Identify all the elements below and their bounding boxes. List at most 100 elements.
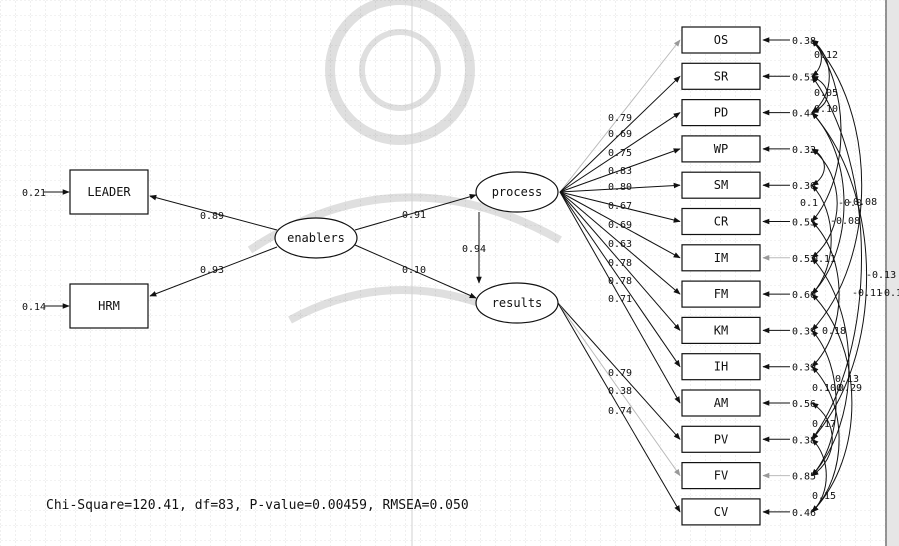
coef-enablers-process: 0.91 (402, 210, 426, 221)
observed-sr[interactable] (681, 62, 761, 90)
loading-process-sm (559, 182, 681, 193)
loading-process-fm-value: 0.63 (608, 239, 632, 250)
observed-os-label: OS (714, 33, 728, 47)
error-covariance-arc (811, 293, 853, 513)
observed-fm-label: FM (714, 287, 728, 301)
covariance-value: -0.0 (838, 198, 862, 209)
loading-process-sr (559, 75, 681, 193)
loading-process-cr (559, 191, 681, 223)
loading-hrm (149, 246, 278, 297)
observed-sm[interactable] (681, 171, 761, 199)
loading-results-fv (557, 302, 681, 477)
observed-cv-label: CV (714, 505, 728, 519)
observed-am[interactable] (681, 389, 761, 417)
edges-layer (44, 37, 868, 515)
latent-process-label: process (492, 185, 543, 199)
labels-layer: 0.210.890.140.930.910.100.940.380.530.44… (22, 36, 899, 519)
error-sr: 0.53 (792, 72, 816, 83)
loading-results-cv-value: 0.74 (608, 406, 632, 417)
observed-wp-label: WP (714, 142, 728, 156)
observed-im-label: IM (714, 251, 728, 265)
loading-process-ih-value: 0.78 (608, 276, 632, 287)
error-pd: 0.44 (792, 109, 816, 120)
observed-pd-label: PD (714, 106, 728, 120)
covariance-value: 0.13 (835, 374, 859, 385)
loading-process-am-value: 0.71 (608, 294, 632, 305)
error-covariance-arc (811, 148, 838, 259)
covariance-value: 0.1 (800, 198, 818, 209)
observed-leader[interactable] (69, 169, 149, 215)
error-km: 0.39 (792, 326, 816, 337)
covariance-value: -0.11 (852, 288, 882, 299)
observed-cr[interactable] (681, 207, 761, 236)
loading-results-fv-value: 0.38 (608, 386, 632, 397)
loading-process-os-value: 0.79 (608, 113, 632, 124)
error-im: 0.52 (792, 254, 816, 265)
error-covariance-arc (811, 184, 832, 295)
loading-process-km-value: 0.78 (608, 258, 632, 269)
observed-pv[interactable] (681, 425, 761, 453)
covariance-value: 0.17 (812, 419, 836, 430)
coef-enablers-results: 0.10 (402, 265, 426, 276)
observed-km[interactable] (681, 316, 761, 344)
observed-fm[interactable] (681, 280, 761, 308)
covariance-value: 0.12 (814, 50, 838, 61)
covariance-value: -0.08 (847, 197, 877, 208)
latent-results[interactable] (475, 282, 559, 324)
error-os: 0.38 (792, 36, 816, 47)
observed-pd[interactable] (681, 98, 761, 127)
error-covariance-arc (811, 366, 840, 513)
covariance-value: 0.100 (812, 383, 842, 394)
error-sm: 0.36 (792, 181, 816, 192)
observed-wp[interactable] (681, 135, 761, 163)
latent-enablers-label: enablers (287, 231, 345, 245)
loading-process-sr-value: 0.69 (608, 129, 632, 140)
error-covariance-arc (811, 402, 833, 477)
latent-enablers[interactable] (274, 217, 358, 259)
observed-sm-label: SM (714, 178, 728, 192)
loading-process-pd-value: 0.75 (608, 148, 632, 159)
observed-fv-label: FV (714, 469, 728, 483)
covariance-value: 0.18 (822, 326, 846, 337)
covariance-value: 0.11 (812, 254, 836, 265)
path-enablers-results (354, 244, 477, 299)
observed-fv[interactable] (681, 462, 761, 490)
error-cv: 0.46 (792, 508, 816, 519)
loading-process-sm-value: 0.80 (608, 182, 632, 193)
observed-os[interactable] (681, 26, 761, 54)
observed-cv[interactable] (681, 498, 761, 526)
covariance-value: -0.11 (878, 288, 899, 299)
error-covariance-arc (811, 112, 868, 440)
coef-process-results: 0.94 (462, 244, 486, 255)
observed-sr-label: SR (714, 69, 729, 83)
covariance-value: -0.13 (866, 270, 896, 281)
observed-ih-label: IH (714, 360, 728, 374)
covariance-value: 0.15 (812, 491, 836, 502)
observed-hrm[interactable] (69, 283, 149, 329)
observed-im[interactable] (681, 244, 761, 272)
observed-leader-label: LEADER (87, 185, 131, 199)
covariance-value: 0.29 (838, 383, 862, 394)
loading-process-km (559, 191, 681, 331)
error-covariance-arc (811, 39, 863, 331)
error-covariance-arc (811, 438, 827, 513)
error-covariance-arc (811, 329, 837, 477)
latent-results-label: results (492, 296, 543, 310)
loading-hrm-value: 0.93 (200, 265, 224, 276)
covariance-value: 0.10 (814, 104, 838, 115)
nodes-layer: enablersprocessresultsLEADERHRMOSSRPDWPS… (69, 26, 761, 526)
observed-ih[interactable] (681, 353, 761, 381)
observed-cr-label: CR (714, 215, 729, 229)
error-hrm: 0.14 (22, 302, 46, 313)
observed-am-label: AM (714, 396, 728, 410)
covariance-value: -0.08 (830, 216, 860, 227)
latent-process[interactable] (475, 171, 559, 213)
loading-process-pd (559, 112, 681, 193)
observed-km-label: KM (714, 323, 728, 337)
loading-leader (149, 194, 278, 231)
scrollbar-track[interactable] (886, 0, 899, 546)
error-leader: 0.21 (22, 188, 46, 199)
loading-process-wp (559, 148, 681, 193)
